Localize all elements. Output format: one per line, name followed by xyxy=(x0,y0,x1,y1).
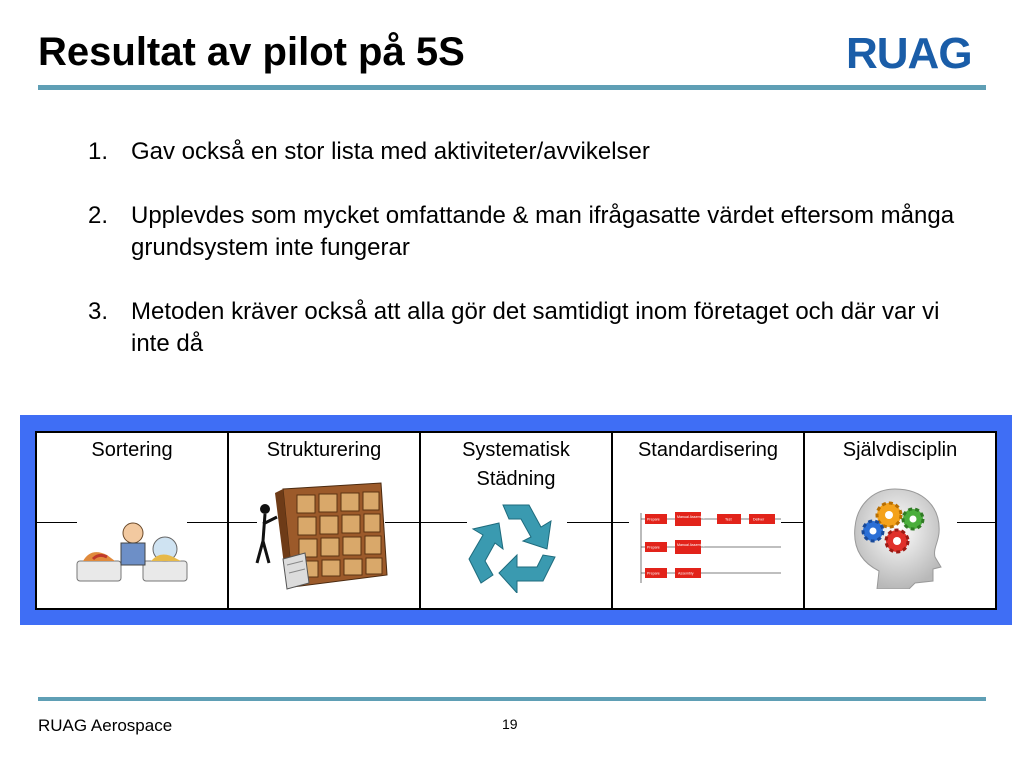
column-label: Strukturering xyxy=(266,439,382,461)
divider-line xyxy=(957,522,995,523)
svg-text:Prepare: Prepare xyxy=(647,518,660,522)
title-divider xyxy=(38,85,986,90)
column-label: Självdisciplin xyxy=(842,439,958,461)
list-item-number: 3. xyxy=(88,298,109,325)
svg-text:RUAG: RUAG xyxy=(846,30,972,74)
five-s-table: Sortering Strukturering xyxy=(35,431,997,610)
column-label: Systematisk Städning xyxy=(462,439,570,490)
list-item-number: 1. xyxy=(88,138,109,165)
recycle-arrows-icon xyxy=(468,504,556,593)
footer-divider xyxy=(38,697,986,701)
ruag-logo: RUAG xyxy=(846,30,973,74)
divider-line xyxy=(37,522,77,523)
table-column-sortering: Sortering xyxy=(37,433,229,608)
list-item-text: Upplevdes som mycket omfattande & man if… xyxy=(131,202,955,261)
list-item: 2. Upplevdes som mycket omfattande & man… xyxy=(88,200,978,264)
page-number: 19 xyxy=(502,716,518,732)
divider-line xyxy=(421,522,467,523)
divider-line xyxy=(567,522,611,523)
svg-text:Deliver: Deliver xyxy=(753,518,765,522)
head-gears-icon xyxy=(854,488,942,589)
svg-text:Manual Assembly: Manual Assembly xyxy=(677,515,705,519)
table-column-strukturering: Strukturering xyxy=(229,433,421,608)
divider-line xyxy=(385,522,419,523)
divider-line xyxy=(229,522,257,523)
list-item-text: Gav också en stor lista med aktiviteter/… xyxy=(131,138,650,165)
table-column-standardisering: Standardisering Prepare Manual Assembly … xyxy=(613,433,805,608)
svg-text:Assembly: Assembly xyxy=(678,572,694,576)
svg-text:Manual Assembly: Manual Assembly xyxy=(677,543,705,547)
list-item-number: 2. xyxy=(88,202,109,229)
laundry-person-icon xyxy=(76,522,188,582)
divider-line xyxy=(187,522,227,523)
table-column-sjalvdisciplin: Självdisciplin xyxy=(805,433,995,608)
svg-text:Test: Test xyxy=(725,518,732,522)
list-item-text: Metoden kräver också att alla gör det sa… xyxy=(131,298,940,357)
bullet-list: 1. Gav också en stor lista med aktivitet… xyxy=(88,136,978,392)
svg-text:Prepare: Prepare xyxy=(647,546,660,550)
divider-line xyxy=(781,522,803,523)
table-column-systematisk-stadning: Systematisk Städning xyxy=(421,433,613,608)
process-flowchart-icon: Prepare Manual Assembly Test Deliver Pre… xyxy=(640,512,781,583)
svg-text:Prepare: Prepare xyxy=(647,572,660,576)
list-item: 3. Metoden kräver också att alla gör det… xyxy=(88,296,978,360)
footer-company: RUAG Aerospace xyxy=(38,716,173,735)
slide-title: Resultat av pilot på 5S xyxy=(38,30,465,74)
divider-line xyxy=(613,522,629,523)
column-label: Standardisering xyxy=(637,439,779,461)
list-item: 1. Gav också en stor lista med aktivitet… xyxy=(88,136,978,168)
shelf-cabinet-icon xyxy=(255,482,388,590)
column-label: Sortering xyxy=(91,439,173,461)
